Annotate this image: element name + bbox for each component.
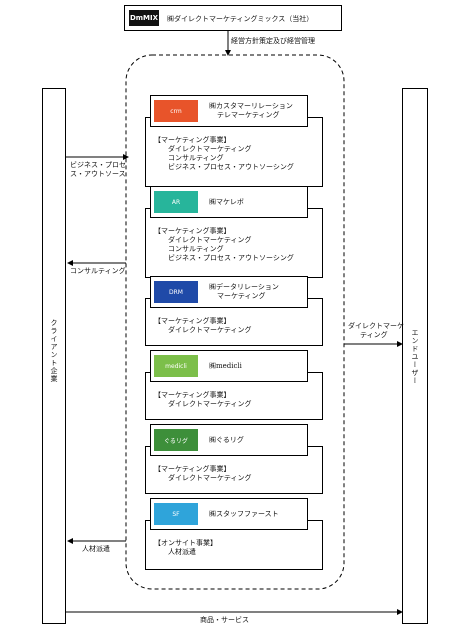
business-segment-heading: 【オンサイト事業】	[154, 539, 217, 547]
company-logo-icon: crm	[154, 100, 198, 122]
company-logo-icon: DRM	[154, 281, 198, 303]
business-segment-heading: 【マーケティング事業】	[154, 136, 231, 144]
company-logo-icon: medicli	[154, 355, 198, 377]
business-segment-heading: 【マーケティング事業】	[154, 465, 231, 473]
company-name: マーケティング	[217, 292, 266, 300]
direct-marketing-label: ダイレクトマーケティング	[348, 322, 404, 339]
company-name: ㈱データリレーション	[209, 283, 279, 291]
company-name: ㈱ぐるリグ	[209, 436, 244, 444]
products-label: 商品・サービス	[200, 616, 249, 624]
company-name: ㈱マケレボ	[209, 198, 244, 206]
business-segment-heading: 【マーケティング事業】	[154, 317, 231, 325]
company-name-box: DRM ㈱データリレーションマーケティング	[150, 276, 308, 308]
business-item: 人材派遣	[168, 548, 196, 556]
parent-company-box: DmMIX ㈱ダイレクトマーケティングミックス（当社）	[124, 5, 342, 31]
end-user-box: エンドユーザー	[402, 88, 428, 624]
parent-company-name: ㈱ダイレクトマーケティングミックス（当社）	[167, 15, 314, 23]
business-item: ダイレクトマーケティング	[168, 474, 252, 482]
company-name-box: medicli ㈱medicli	[150, 350, 308, 382]
business-segment-heading: 【マーケティング事業】	[154, 391, 231, 399]
staffing-label: 人材派遣	[82, 545, 110, 553]
company-name: テレマーケティング	[217, 111, 280, 119]
company-name: ㈱medicli	[209, 362, 242, 370]
company-business-box: 【マーケティング事業】ダイレクトマーケティングコンサルティングビジネス・プロセス…	[145, 117, 323, 187]
company-logo-icon: AR	[154, 191, 198, 213]
business-item: ダイレクトマーケティング	[168, 236, 252, 244]
business-item: ビジネス・プロセス・アウトソーシング	[168, 163, 294, 171]
mgmt-label: 経営方針策定及び経営管理	[231, 37, 315, 45]
company-business-box: 【マーケティング事業】ダイレクトマーケティングコンサルティングビジネス・プロセス…	[145, 208, 323, 278]
company-name-box: AR ㈱マケレボ	[150, 186, 308, 218]
client-company-box: クライアント企業	[42, 88, 66, 624]
business-item: ビジネス・プロセス・アウトソーシング	[168, 254, 294, 262]
company-name-box: crm ㈱カスタマーリレーションテレマーケティング	[150, 95, 308, 127]
bpo-label: ビジネス・プロセス・アウトソース	[70, 161, 126, 178]
business-item: ダイレクトマーケティング	[168, 326, 252, 334]
client-company-label: クライアント企業	[50, 319, 58, 383]
company-name: ㈱スタッフファースト	[209, 510, 279, 518]
business-item: コンサルティング	[168, 245, 224, 253]
business-item: コンサルティング	[168, 154, 224, 162]
end-user-label: エンドユーザー	[411, 329, 419, 385]
company-name: ㈱カスタマーリレーション	[209, 102, 293, 110]
consulting-label: コンサルティング	[70, 267, 126, 275]
business-item: ダイレクトマーケティング	[168, 145, 252, 153]
group-boundary	[125, 54, 345, 590]
business-segment-heading: 【マーケティング事業】	[154, 227, 231, 235]
company-name-box: SF ㈱スタッフファースト	[150, 498, 308, 530]
company-logo-icon: ぐるリグ	[154, 429, 198, 451]
dmmix-logo: DmMIX	[129, 10, 159, 26]
company-name-box: ぐるリグ ㈱ぐるリグ	[150, 424, 308, 456]
business-item: ダイレクトマーケティング	[168, 400, 252, 408]
company-logo-icon: SF	[154, 503, 198, 525]
